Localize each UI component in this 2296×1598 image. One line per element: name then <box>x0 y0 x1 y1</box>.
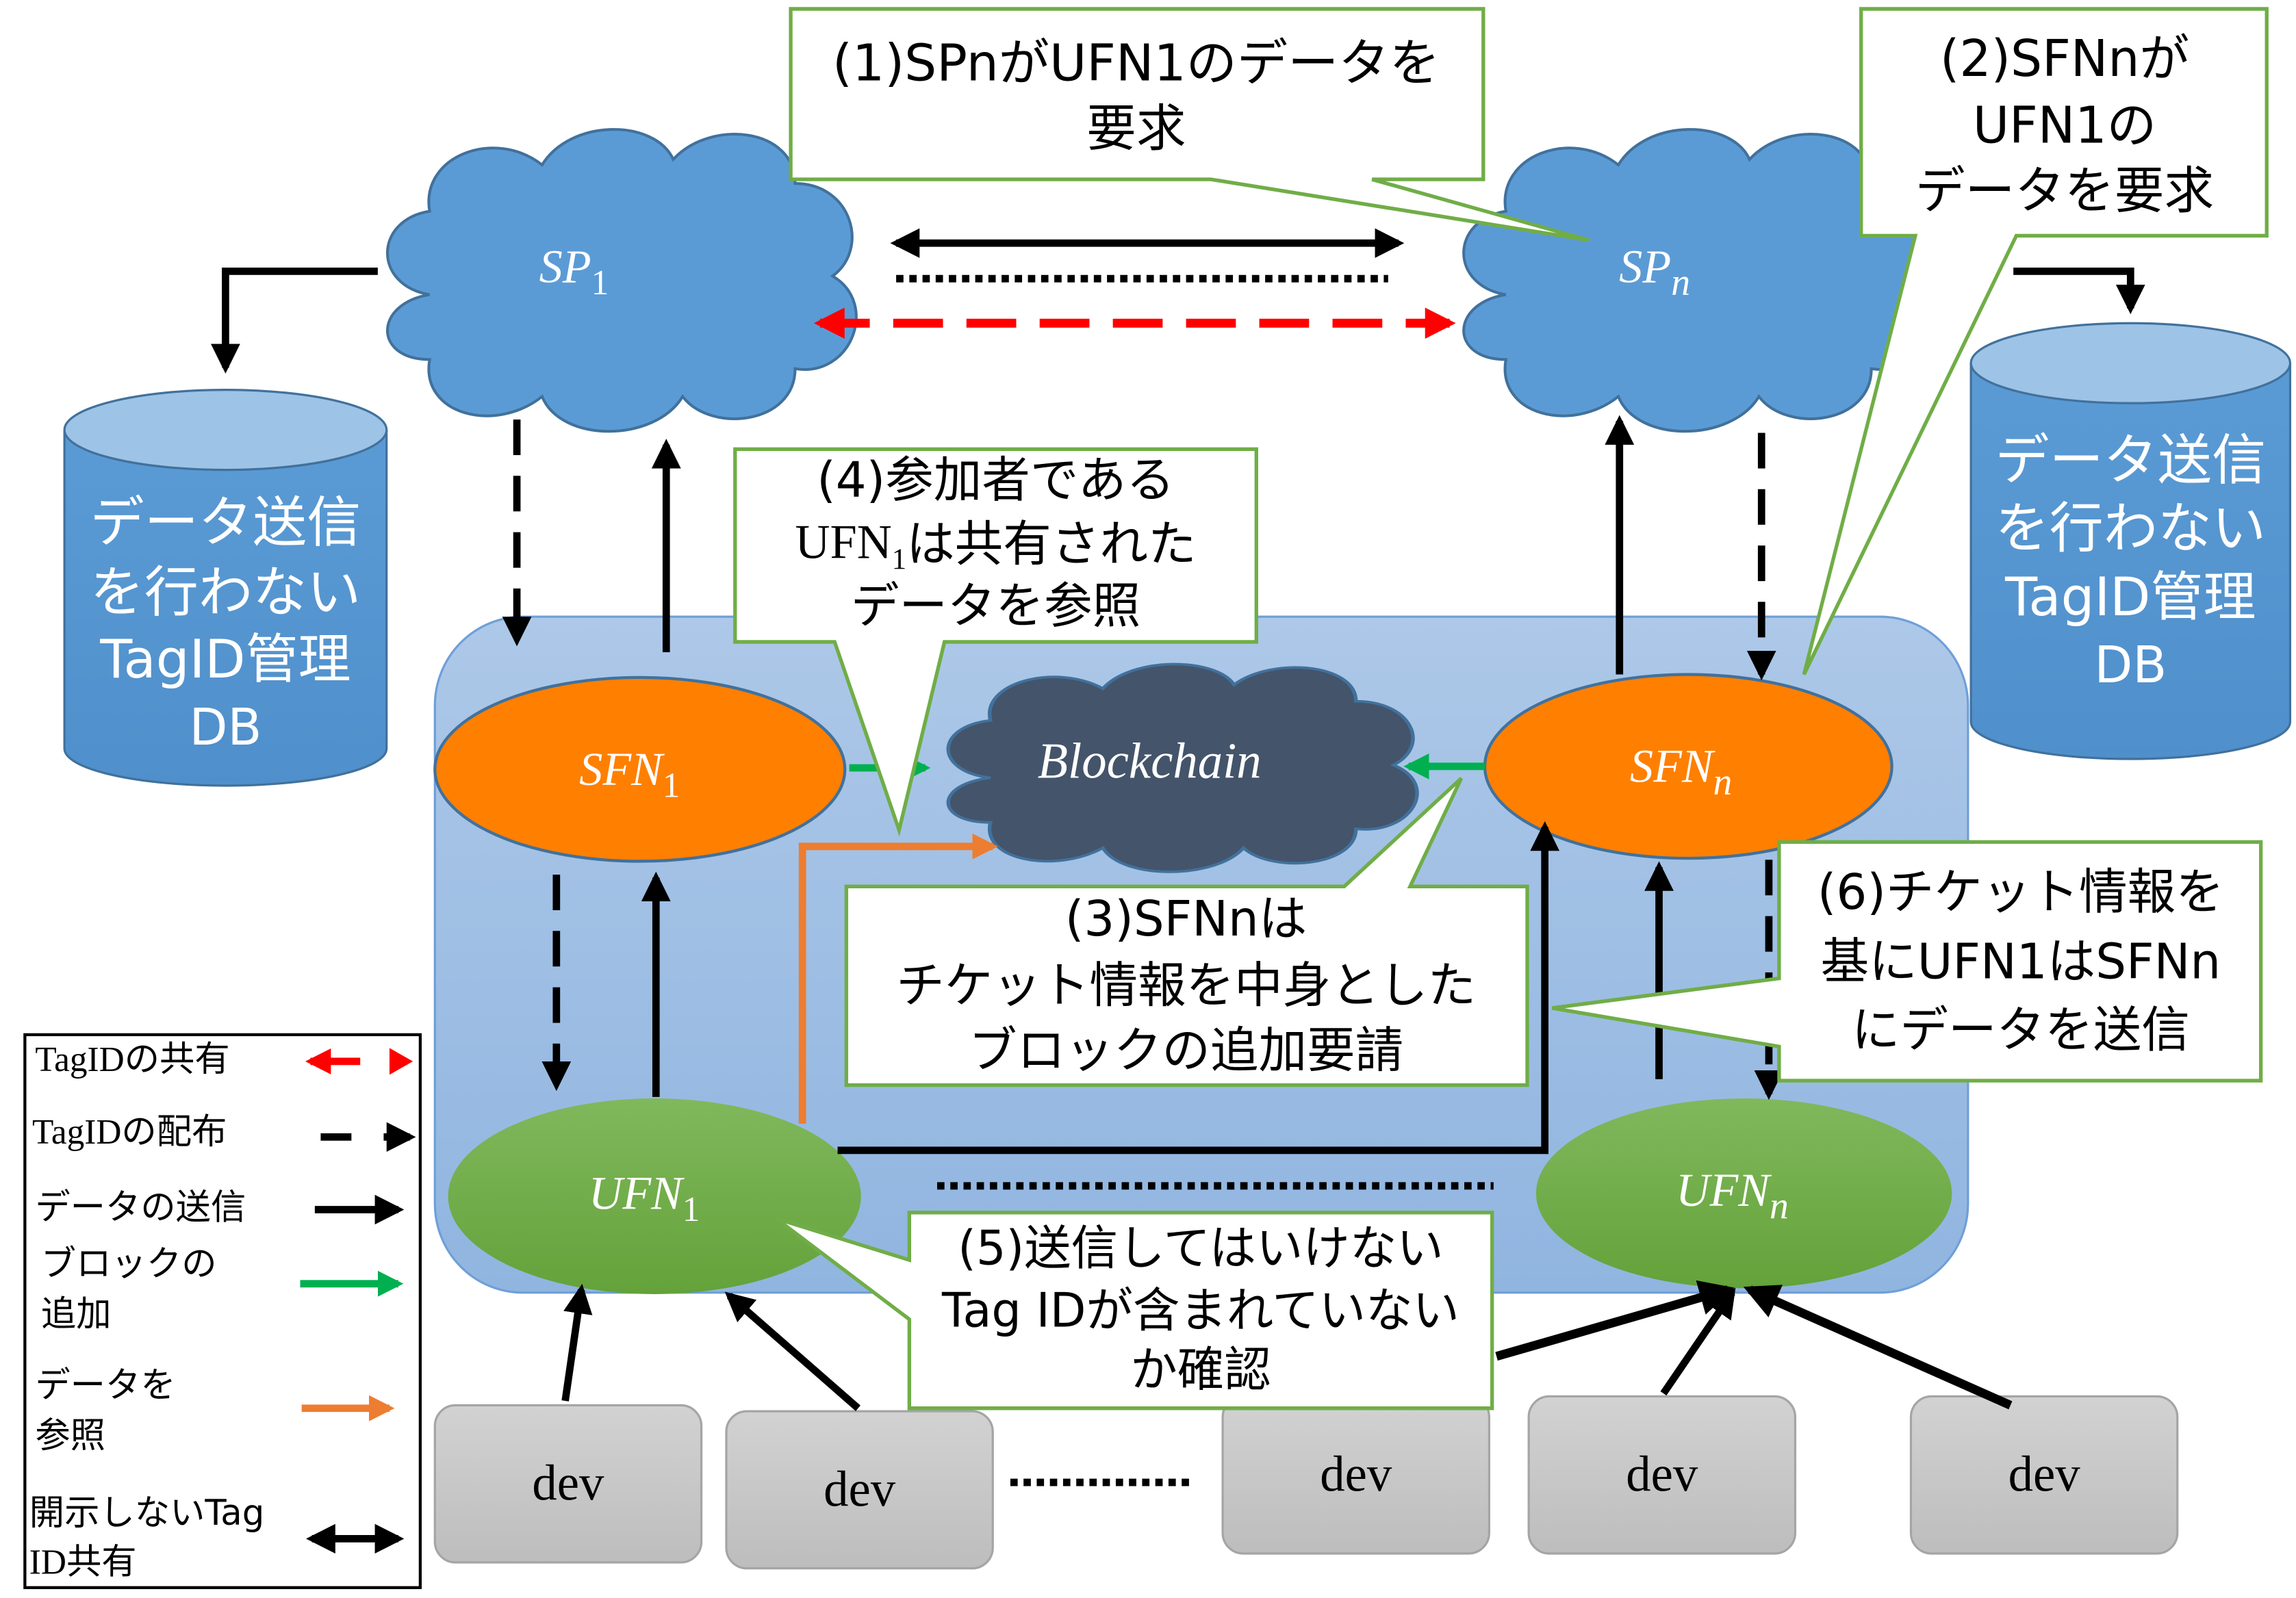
spn-label: SP <box>1619 240 1671 292</box>
callout-step-5: (5)送信してはいけない Tag IDが含まれていない か確認 <box>775 1211 1494 1410</box>
ufnn-sub: n <box>1770 1185 1789 1227</box>
device-upload-arrow <box>561 1283 593 1402</box>
callout-6-line: にデータを送信 <box>1852 1001 2190 1059</box>
spn-cloud[interactable]: SPn <box>1464 129 1933 431</box>
device-3[interactable]: dev <box>1221 1395 1490 1555</box>
legend-label: TagIDの配布 <box>32 1113 227 1152</box>
sfn1-label: SFN <box>579 743 665 795</box>
spn-to-db-arrow <box>2013 267 2145 315</box>
legend-label: 開示しないTag <box>29 1492 265 1533</box>
legend-label: TagIDの共有 <box>35 1040 229 1079</box>
callout-step-1: (1)SPnがUFN1のデータを 要求 <box>789 7 1590 242</box>
callout-3-line: チケット情報を中身とした <box>896 957 1476 1014</box>
ufn1-label: UFN <box>589 1167 685 1219</box>
data-reference-arrow <box>798 833 998 1124</box>
callout-6-line: (6)チケット情報を <box>1817 864 2224 921</box>
callout-6-line: 基にUFN1はSFNn <box>1821 933 2221 990</box>
ufnn-node[interactable]: UFNn <box>1535 1098 1952 1289</box>
db-left-line: データ送信 <box>90 491 361 555</box>
ufnn-label: UFN <box>1676 1163 1772 1215</box>
device-upload-arrow <box>724 1291 860 1411</box>
device-5[interactable]: dev <box>1909 1395 2179 1555</box>
legend: TagIDの共有 TagIDの配布 データの送信 ブロックの 追加 データを 参… <box>23 1033 422 1590</box>
svg-text:SFNn: SFNn <box>1630 740 1732 803</box>
sfnn-node[interactable]: SFNn <box>1483 673 1893 860</box>
callout-2-line: (2)SFNnが <box>1940 30 2189 89</box>
db-right-line: を行わない <box>1995 496 2266 560</box>
device-2[interactable]: dev <box>725 1410 994 1570</box>
device-label: dev <box>824 1461 895 1517</box>
device-4[interactable]: dev <box>1527 1395 1797 1555</box>
device-label: dev <box>532 1455 604 1511</box>
callout-5-line: か確認 <box>1130 1343 1271 1398</box>
callout-5-line: Tag IDが含まれていない <box>941 1283 1459 1339</box>
legend-label: ID共有 <box>29 1543 137 1582</box>
spn-sub: n <box>1671 261 1690 304</box>
sp1-sub: 1 <box>591 263 609 302</box>
callout-step-4: (4)参加者である UFN1は共有された データを参照 <box>733 447 1258 837</box>
db-left-line: TagID管理 <box>99 628 350 691</box>
legend-label: ブロックの <box>41 1243 217 1285</box>
blockchain-cloud[interactable]: Blockchain <box>948 664 1417 871</box>
svg-text:SP1: SP1 <box>539 240 609 302</box>
callout-step-2: (2)SFNnが UFN1の データを要求 <box>1802 7 2269 675</box>
svg-text:SPn: SPn <box>1619 240 1690 304</box>
callout-4-rest: は共有された <box>906 515 1196 573</box>
sfn1-sub: 1 <box>663 766 680 805</box>
legend-label: データの送信 <box>35 1187 246 1228</box>
db-right-line: DB <box>2094 636 2167 695</box>
sfnn-sub: n <box>1713 761 1733 803</box>
sp1-to-db-arrow <box>211 267 378 374</box>
db-right-line: TagID管理 <box>2004 566 2256 628</box>
device-1[interactable]: dev <box>433 1404 703 1564</box>
svg-text:UFN1: UFN1 <box>589 1167 700 1229</box>
callout-step-6: (6)チケット情報を 基にUFN1はSFNn にデータを送信 <box>1551 840 2263 1083</box>
callout-3-line: ブロックの追加要請 <box>969 1022 1403 1079</box>
db-left-line: DB <box>189 699 262 758</box>
callout-4-line: (4)参加者である <box>817 451 1175 508</box>
db-left-line: を行わない <box>90 560 361 624</box>
legend-red-arrowhead <box>389 1048 413 1075</box>
callout-4-sub: 1 <box>892 543 906 576</box>
callout-2-line: データを要求 <box>1915 162 2214 220</box>
tagid-db-right: データ送信 を行わない TagID管理 DB <box>1969 322 2292 760</box>
sp1-label: SP <box>539 240 591 292</box>
callout-4-line: データを参照 <box>851 577 1140 634</box>
legend-label: 参照 <box>35 1415 105 1456</box>
svg-text:SFN1: SFN1 <box>579 743 680 805</box>
sp1-cloud[interactable]: SP1 <box>387 129 856 431</box>
legend-label: 追加 <box>41 1293 112 1335</box>
callout-step-3: (3)SFNnは チケット情報を中身とした ブロックの追加要請 <box>844 777 1529 1087</box>
device-upload-arrow <box>1660 1287 1736 1396</box>
callout-5-line: (5)送信してはいけない <box>958 1221 1444 1276</box>
ufn1-to-sfnn-arrow <box>837 821 1560 1155</box>
svg-text:UFN1は共有された: UFN1は共有された <box>795 515 1197 576</box>
svg-text:UFNn: UFNn <box>1676 1163 1789 1227</box>
sfnn-label: SFN <box>1630 740 1716 792</box>
db-right-line: データ送信 <box>1995 428 2266 493</box>
sfn1-node[interactable]: SFN1 <box>433 675 847 863</box>
blockchain-label: Blockchain <box>1038 733 1262 789</box>
callout-3-line: (3)SFNnは <box>1065 890 1307 948</box>
device-upload-arrow <box>1743 1285 2013 1410</box>
ufn1-sub: 1 <box>683 1189 700 1228</box>
ufn1-node[interactable]: UFN1 <box>448 1098 861 1294</box>
callout-1-line: 要求 <box>1086 99 1186 158</box>
device-upload-arrow <box>1495 1280 1735 1361</box>
callout-4-ufn: UFN <box>795 515 892 569</box>
tagid-db-left: データ送信 を行わない TagID管理 DB <box>63 389 388 787</box>
callout-2-line: UFN1の <box>1973 96 2156 155</box>
device-label: dev <box>2008 1446 2080 1502</box>
legend-label: データを <box>35 1365 175 1406</box>
device-label: dev <box>1320 1446 1392 1502</box>
callout-1-line: (1)SPnがUFN1のデータを <box>832 34 1440 93</box>
device-label: dev <box>1626 1446 1698 1502</box>
